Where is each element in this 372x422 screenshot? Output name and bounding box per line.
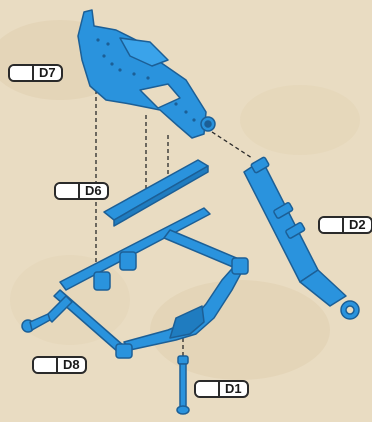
label-d1-text: D1	[225, 381, 242, 396]
label-d7-text: D7	[39, 65, 56, 80]
label-d7: D7	[8, 64, 63, 82]
label-d2-text: D2	[349, 217, 366, 232]
label-checkbox	[34, 358, 58, 372]
part-d6-plate	[103, 159, 209, 227]
label-d1: D1	[194, 380, 249, 398]
part-d7-bracket	[77, 9, 216, 139]
label-checkbox	[196, 382, 220, 396]
part-d8-frame	[21, 207, 249, 359]
label-checkbox	[56, 184, 80, 198]
label-d8: D8	[32, 356, 87, 374]
part-d2-strut	[243, 156, 360, 320]
label-checkbox	[10, 66, 34, 80]
part-d1-bolt	[176, 355, 190, 415]
label-d2: D2	[318, 216, 372, 234]
label-d6-text: D6	[85, 183, 102, 198]
label-checkbox	[320, 218, 344, 232]
label-d8-text: D8	[63, 357, 80, 372]
label-d6: D6	[54, 182, 109, 200]
